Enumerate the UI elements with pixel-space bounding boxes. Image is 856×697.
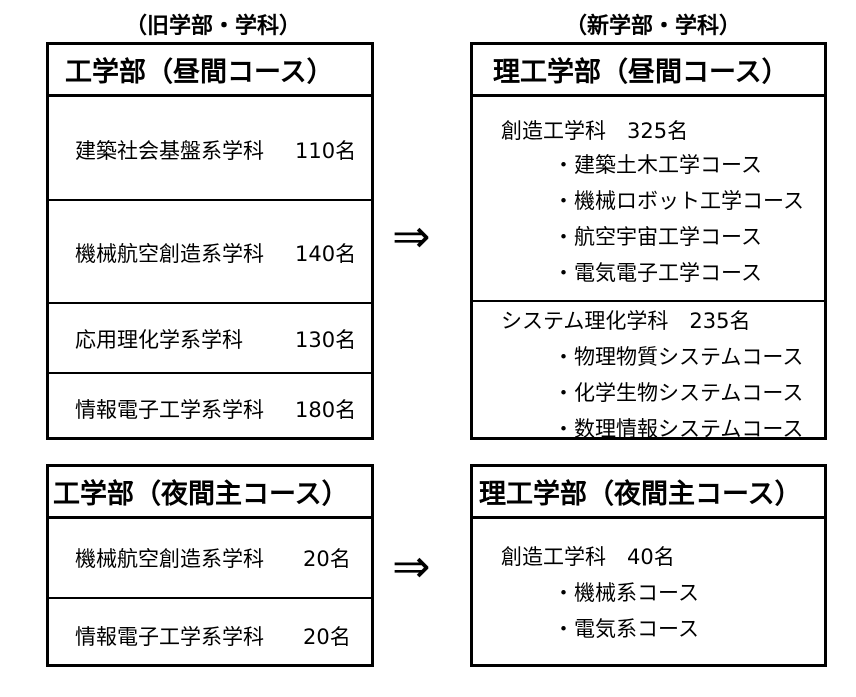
course-name: ・物理物質システムコース: [553, 345, 804, 369]
new-day-course-box: 理工学部（昼間コース） 創造工学科 325名 ・建築土木工学コース ・機械ロボッ…: [470, 42, 827, 441]
old-night-course-box: 工学部（夜間主コース） 機械航空創造系学科 20名 情報電子工学系学科 20名: [46, 464, 374, 667]
transition-arrow: ⇒: [392, 209, 431, 263]
enrollment-count: 20名: [303, 625, 351, 649]
enrollment-count: 140名: [295, 242, 357, 266]
old-day-course-box: 工学部（昼間コース） 建築社会基盤系学科 110名 機械航空創造系学科 140名…: [46, 42, 374, 440]
old-day-row-3: 応用理化学系学科 130名: [49, 304, 371, 374]
new-night-course-box: 理工学部（夜間主コース） 創造工学科 40名 ・機械系コース ・電気系コース: [470, 464, 827, 667]
department-name: システム理化学科 235名: [501, 309, 751, 333]
old-day-row-2: 機械航空創造系学科 140名: [49, 201, 371, 304]
course-name: ・化学生物システムコース: [553, 381, 804, 405]
enrollment-count: 180名: [295, 398, 357, 422]
department-divider: [473, 300, 824, 302]
old-night-course-title: 工学部（夜間主コース）: [49, 467, 371, 519]
department-name: 情報電子工学系学科: [75, 625, 264, 649]
department-name: 建築社会基盤系学科: [75, 139, 264, 163]
enrollment-count: 20名: [303, 547, 351, 571]
enrollment-count: 110名: [295, 139, 357, 163]
course-name: ・機械系コース: [553, 581, 699, 605]
old-night-row-2: 情報電子工学系学科 20名: [49, 599, 371, 664]
course-name: ・数理情報システムコース: [553, 417, 804, 441]
department-name: 応用理化学系学科: [75, 328, 243, 352]
old-day-course-title: 工学部（昼間コース）: [49, 45, 371, 97]
department-name: 情報電子工学系学科: [75, 398, 264, 422]
course-name: ・建築土木工学コース: [553, 153, 762, 177]
old-day-row-1: 建築社会基盤系学科 110名: [49, 97, 371, 201]
new-day-course-title: 理工学部（昼間コース）: [473, 45, 824, 97]
enrollment-count: 130名: [295, 328, 357, 352]
new-departments-heading: （新学部・学科）: [564, 14, 741, 39]
department-name: 機械航空創造系学科: [75, 242, 264, 266]
old-departments-heading: （旧学部・学科）: [124, 14, 301, 39]
new-night-course-title: 理工学部（夜間主コース）: [473, 467, 824, 519]
course-name: ・電気電子工学コース: [553, 261, 762, 285]
old-night-row-1: 機械航空創造系学科 20名: [49, 519, 371, 599]
old-day-row-4: 情報電子工学系学科 180名: [49, 374, 371, 437]
course-name: ・機械ロボット工学コース: [553, 189, 804, 213]
department-name: 機械航空創造系学科: [75, 547, 264, 571]
transition-arrow: ⇒: [392, 539, 431, 593]
department-name: 創造工学科 40名: [501, 545, 675, 569]
course-name: ・電気系コース: [553, 617, 699, 641]
department-name: 創造工学科 325名: [501, 119, 689, 143]
course-name: ・航空宇宙工学コース: [553, 225, 762, 249]
